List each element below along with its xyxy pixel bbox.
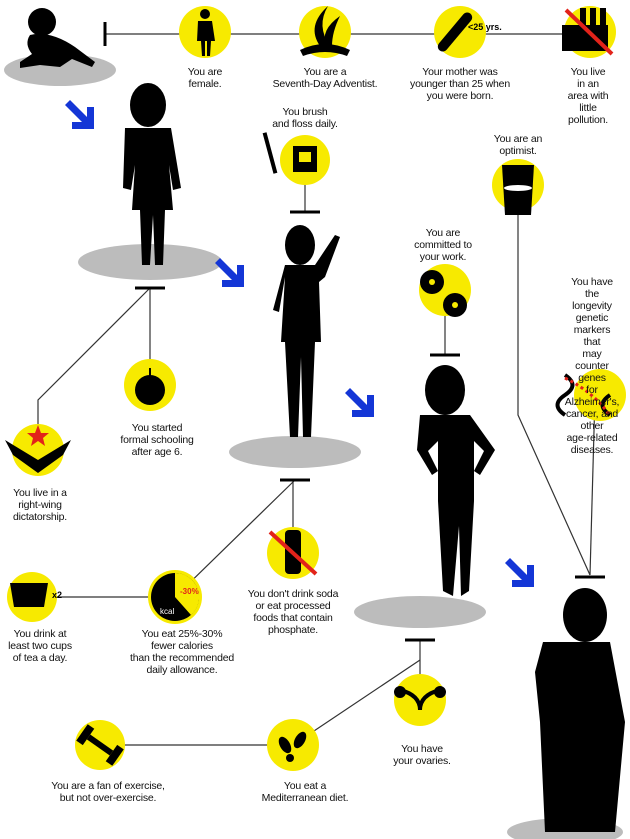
floor-shadows [4,54,623,839]
caption-female: You are female. [187,66,223,90]
caption-genetics: You have the longevity genetic markers t… [564,276,620,456]
olive-branch-icon [278,731,307,762]
svg-text:-30%: -30% [180,587,199,596]
caption-schooling: You started formal schooling after age 6… [120,422,194,458]
elderly-woman-cane-silhouette [535,588,625,832]
woman-peace-sign-silhouette [273,225,340,437]
apple-icon [135,368,165,405]
caption-ovaries: You have your ovaries. [393,743,451,767]
caption-calories: You eat 25%-30% fewer calories than the … [130,628,234,676]
svg-text:x2: x2 [52,590,62,600]
progression-arrows [65,100,534,587]
caption-adventist: You are a Seventh-Day Adventist. [272,66,378,90]
tick-marks [103,22,605,642]
adventist-logo-icon [300,6,350,56]
caption-mediterranean: You eat a Mediterranean diet. [261,780,349,804]
caption-exercise: You are a fan of exercise, but not over-… [51,780,165,804]
svg-text:kcal: kcal [160,607,174,616]
glass-icon [502,165,534,215]
calorie-plate-icon: -30% kcal [151,572,200,621]
dna-icon [555,373,612,417]
caption-optimist: You are an optimist. [493,133,543,157]
caption-pollution: You live in an area with little pollutio… [567,66,609,126]
woman-hands-on-hips-silhouette [417,365,495,596]
toothbrush-floss-icon [262,132,317,174]
caption-dictatorship: You live in a right-wing dictatorship. [12,487,68,523]
no-soda-icon [268,530,318,576]
caption-brush: You brush and floss daily. [272,106,338,130]
dumbbell-icon [76,724,124,766]
girl-silhouette [123,83,181,265]
tea-cup-icon: x2 [10,583,62,607]
caption-soda: You don't drink soda or eat processed fo… [247,588,339,636]
pregnancy-test-icon: <25 yrs. [437,12,502,52]
baby-silhouette [20,8,95,68]
female-icon [197,9,215,56]
factory-icon [562,8,614,56]
gears-icon [420,270,467,317]
svg-text:<25 yrs.: <25 yrs. [468,22,502,32]
caption-work: You are committed to your work. [414,227,472,263]
caption-tea: You drink at least two cups of tea a day… [8,628,72,664]
eagle-icon [5,425,71,473]
silhouettes [20,8,625,832]
ovaries-icon [394,686,446,711]
caption-mother-age: Your mother was younger than 25 when you… [410,66,510,102]
